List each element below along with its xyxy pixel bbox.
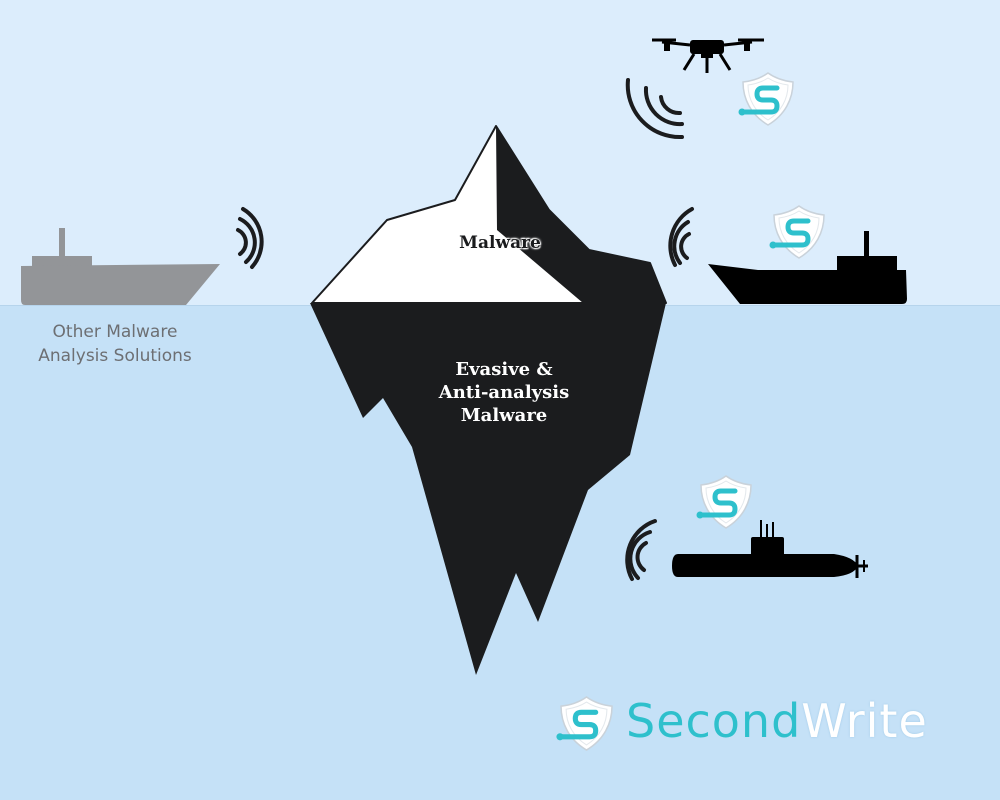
- brand-word-second: Second: [626, 694, 802, 748]
- competitor-ship-icon: [21, 228, 220, 305]
- submarine-icon: [672, 520, 868, 578]
- brand-wordmark: SecondWrite: [626, 694, 928, 748]
- iceberg-tip-shadow: [496, 126, 666, 303]
- iceberg-underwater: [310, 303, 666, 675]
- competitors-label-line2: Analysis Solutions: [38, 346, 192, 366]
- ship-icon: [708, 231, 907, 304]
- iceberg-deep-label-line3: Malware: [460, 405, 548, 426]
- competitors-label-line1: Other Malware: [52, 322, 178, 342]
- signal-waves-icon: [668, 207, 694, 267]
- signal-waves-icon: [236, 207, 264, 269]
- iceberg-deep-label-line2: Anti-analysis: [438, 382, 570, 403]
- iceberg: [310, 125, 667, 675]
- signal-waves-icon: [625, 78, 684, 140]
- signal-waves-icon: [625, 519, 657, 581]
- iceberg-deep-label-line1: Evasive &: [455, 359, 553, 380]
- iceberg-tip-label: Malware: [459, 233, 541, 253]
- drone-icon: [652, 38, 764, 73]
- brand-word-write: Write: [801, 694, 928, 748]
- competitors-label: Other Malware Analysis Solutions: [10, 320, 220, 368]
- iceberg-deep-label: Evasive & Anti-analysis Malware: [404, 358, 604, 427]
